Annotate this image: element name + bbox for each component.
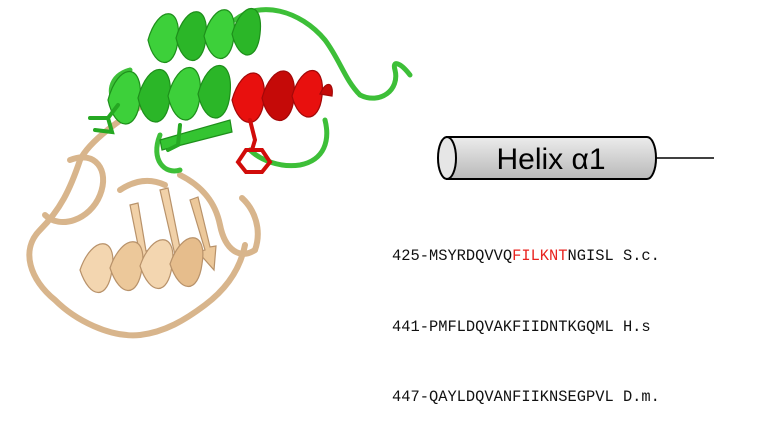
protein-structure-image (26, 7, 413, 339)
helix-cylinder (437, 136, 657, 180)
sequence-residues-after: NGISL (567, 247, 614, 265)
sequence-alignment: 425-MSYRDQVVQFILKNTNGISL S.c. 441-PMFLDQ… (392, 198, 660, 433)
red-side-chain (235, 118, 273, 174)
sequence-row-dm: 447-QAYLDQVANFIIKNSEGPVL D.m. (392, 388, 660, 406)
sequence-residues: QAYLDQVANFIIKNSEGPVL (428, 388, 614, 406)
red-helix (231, 69, 333, 124)
helix-label: Helix α1 (496, 143, 605, 176)
green-helix-top (147, 7, 262, 63)
green-loops (108, 7, 413, 174)
sequence-residues: PMFLDQVAKFIIDNTKGQML (428, 317, 614, 336)
sequence-row-hs: 441-PMFLDQVAKFIIDNTKGQML H.s (392, 317, 651, 336)
sequence-position: 441 (392, 317, 420, 336)
green-side-chain (88, 103, 182, 152)
tan-domain (26, 97, 261, 339)
helix-cylinder-diagram: Helix α1 (437, 136, 714, 180)
green-helix-main (107, 65, 233, 151)
sequence-position: 447 (392, 388, 420, 406)
species-label: D.m. (622, 388, 660, 406)
sequence-highlight: FILKNT (512, 247, 568, 265)
species-label: H.s (622, 317, 651, 336)
sequence-position: 425 (392, 247, 420, 265)
sequence-residues: MSYRDQVVQ (428, 247, 513, 265)
species-label: S.c. (622, 247, 660, 265)
sequence-row-sc: 425-MSYRDQVVQFILKNTNGISL S.c. (392, 247, 660, 265)
tan-helix (79, 237, 204, 293)
